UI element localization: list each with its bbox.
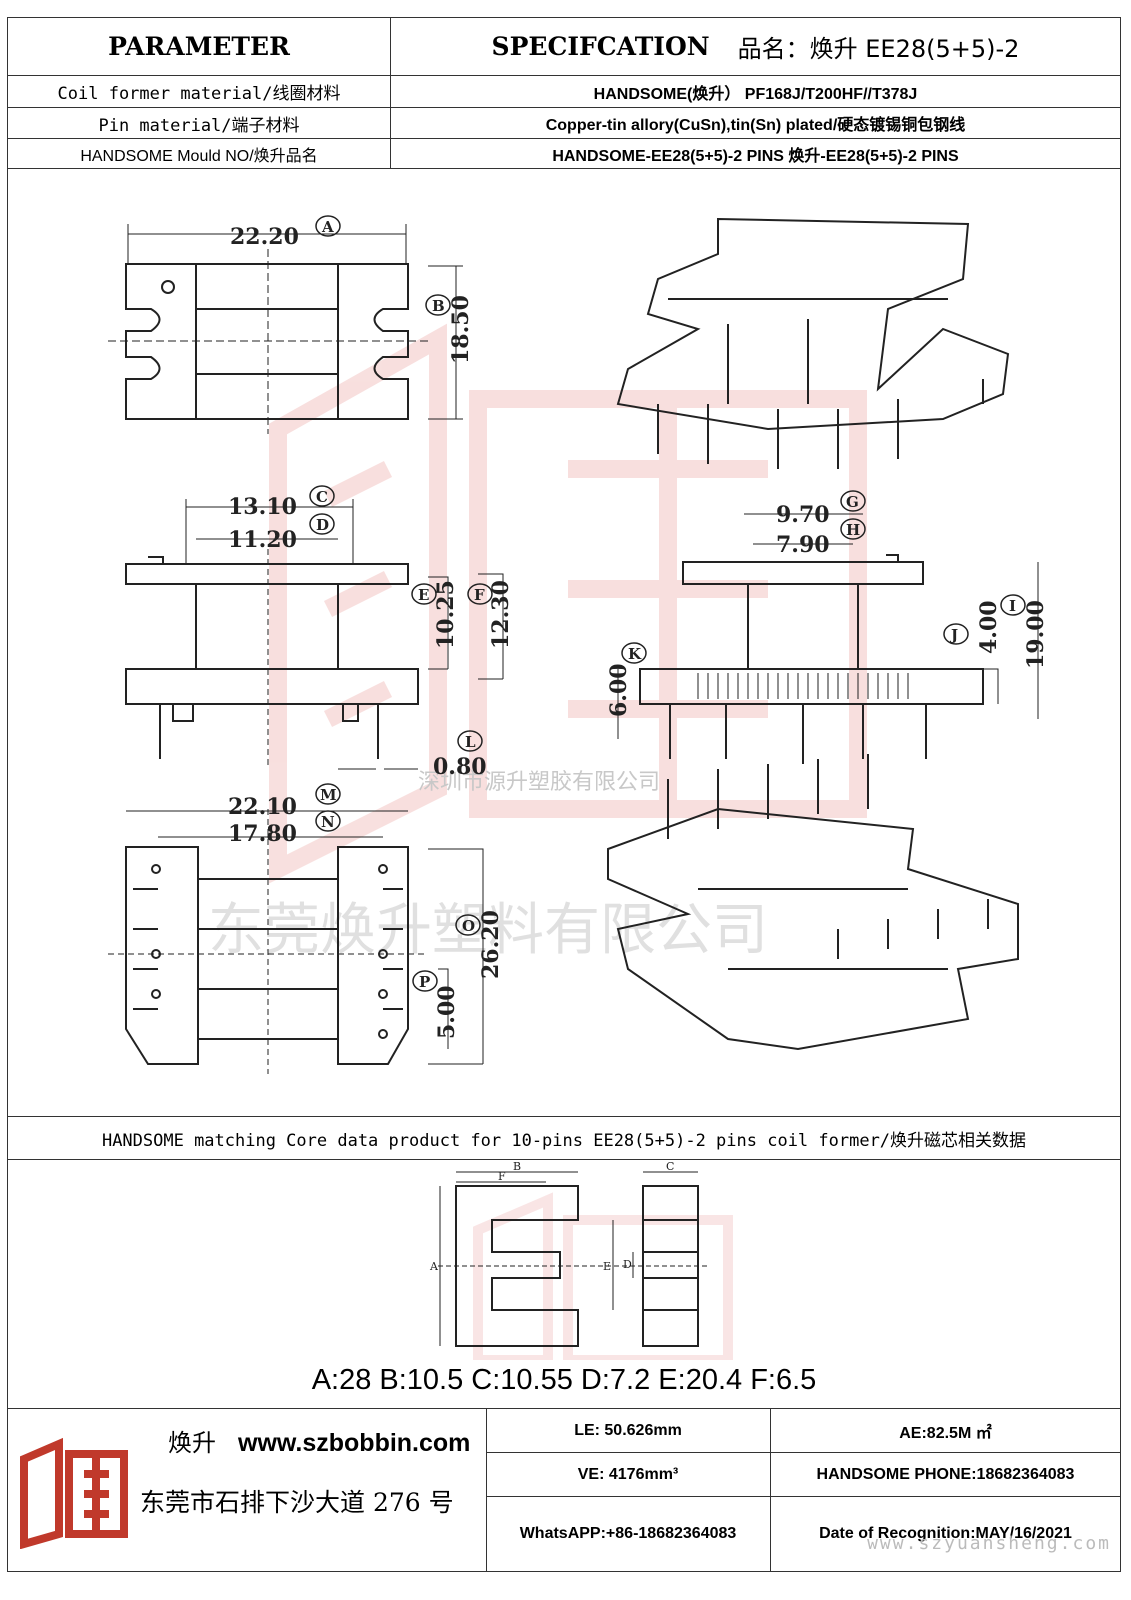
spec-value: HANDSOME(焕升） PF168J/T200HF//T378J (593, 85, 918, 103)
spec-param: Coil former material/线圈材料 (8, 76, 391, 107)
dim-h-value: 7.90 (776, 532, 830, 558)
svg-text:A: A (321, 218, 334, 236)
watermark-url: www.szyuansheng.com (867, 1533, 1111, 1554)
iso-view-bottom (607, 807, 1019, 1051)
svg-text:O: O (462, 917, 475, 935)
core-drawing: B F A E D C (429, 1160, 733, 1360)
core-label-c: C (666, 1160, 674, 1173)
core-section-title: HANDSOME matching Core data product for … (8, 1116, 1120, 1160)
svg-text:F: F (474, 586, 485, 604)
logo-icon (20, 1437, 128, 1549)
dim-o-value: 26.20 (478, 910, 504, 979)
marker-j: J (943, 623, 969, 645)
side-view-outline (125, 563, 419, 705)
marker-h: H (840, 518, 866, 540)
dim-l-value: 0.80 (433, 754, 487, 780)
marker-g: G (840, 490, 866, 512)
marker-n: N (315, 810, 341, 832)
spec-sheet: PARAMETER SPECIFCATION 品名：焕升 EE28(5+5)-2… (7, 17, 1121, 1572)
svg-text:L: L (465, 733, 476, 751)
ae-value: AE:82.5M ㎡ (771, 1409, 1120, 1453)
svg-text:N: N (321, 813, 335, 831)
le-value: LE: 50.626mm (486, 1409, 771, 1453)
specification-title: SPECIFCATION (491, 32, 710, 61)
phone-value: HANDSOME PHONE:18682364083 (771, 1453, 1120, 1497)
spec-value: HANDSOME-EE28(5+5)-2 PINS 焕升-EE28(5+5)-2… (552, 147, 959, 165)
footer: 焕升 www.szbobbin.com 东莞市石排下沙大道 276 号 LE: … (8, 1408, 1120, 1571)
svg-text:M: M (320, 786, 337, 804)
footer-brand: 焕升 www.szbobbin.com 东莞市石排下沙大道 276 号 (8, 1409, 487, 1571)
marker-e: E (411, 583, 437, 605)
front-view-outline (639, 561, 984, 705)
website-link[interactable]: www.szbobbin.com (238, 1429, 471, 1457)
marker-l: L (457, 730, 483, 752)
product-name: 品名：焕升 EE28(5+5)-2 (737, 35, 1020, 63)
core-label-e: E (603, 1260, 611, 1273)
svg-text:H: H (846, 521, 860, 539)
brand-name: 焕升 (168, 1429, 216, 1457)
spec-param: Pin material/端子材料 (8, 108, 391, 138)
dim-j-value: 4.00 (976, 600, 1002, 654)
technical-drawing: 深圳市源升塑胶有限公司 东莞焕升塑料有限公司 (108, 215, 1049, 1074)
spec-row-mould: HANDSOME Mould NO/焕升品名 HANDSOME-EE28(5+5… (8, 139, 1120, 169)
core-e-shape (455, 1185, 579, 1347)
date-value: Date of Recognition:MAY/16/2021 (819, 1525, 1072, 1542)
ve-value: VE: 4176mm³ (486, 1453, 771, 1497)
svg-text:K: K (628, 645, 642, 663)
marker-b: B (425, 294, 451, 316)
core-label-a: A (429, 1260, 439, 1273)
spec-param: HANDSOME Mould NO/焕升品名 (8, 139, 391, 168)
dim-d-value: 11.20 (228, 527, 297, 553)
dim-k-value: 6.00 (606, 663, 632, 717)
dim-m-value: 22.10 (228, 794, 297, 820)
dim-c-value: 13.10 (228, 494, 297, 520)
dim-p-value: 5.00 (434, 985, 460, 1039)
dim-n-value: 17.80 (228, 821, 297, 847)
marker-d: D (309, 513, 335, 535)
spec-row-coil: Coil former material/线圈材料 HANDSOME(焕升） P… (8, 76, 1120, 108)
watermark-company-1: 深圳市源升塑胶有限公司 (418, 770, 660, 795)
svg-text:P: P (419, 973, 430, 991)
marker-i: I (1000, 594, 1026, 616)
specification-header: SPECIFCATION 品名：焕升 EE28(5+5)-2 (391, 18, 1120, 75)
svg-text:E: E (418, 586, 429, 604)
dim-i-value: 19.00 (1023, 600, 1049, 669)
svg-text:G: G (846, 493, 859, 511)
top-view-outline (125, 263, 409, 420)
marker-p: P (412, 970, 438, 992)
marker-m: M (315, 783, 341, 805)
dim-b-value: 18.50 (448, 295, 474, 364)
dim-g-value: 9.70 (776, 502, 830, 528)
core-data-values: A:28 B:10.5 C:10.55 D:7.2 E:20.4 F:6.5 (311, 1364, 817, 1396)
core-label-b: B (513, 1160, 521, 1173)
marker-o: O (455, 914, 481, 936)
svg-text:B: B (432, 297, 445, 315)
dim-e-value: 10.25 (433, 580, 459, 649)
marker-c: C (309, 485, 335, 507)
spec-row-pin: Pin material/端子材料 Copper-tin allory(CuSn… (8, 108, 1120, 139)
marker-f: F (467, 583, 493, 605)
spec-value: Copper-tin allory(CuSn),tin(Sn) plated/硬… (545, 117, 966, 134)
svg-text:D: D (316, 516, 329, 534)
core-label-f: F (498, 1170, 506, 1183)
marker-k: K (621, 642, 647, 664)
company-address: 东莞市石排下沙大道 276 号 (140, 1488, 454, 1517)
whatsapp-value: WhatsAPP:+86-18682364083 (486, 1497, 771, 1571)
svg-text:C: C (316, 488, 328, 506)
svg-text:I: I (1009, 597, 1016, 615)
core-label-d: D (623, 1258, 632, 1271)
dim-a-value: 22.20 (230, 224, 299, 250)
parameter-header: PARAMETER (8, 18, 391, 75)
parameter-title: PARAMETER (108, 32, 290, 61)
header-row: PARAMETER SPECIFCATION 品名：焕升 EE28(5+5)-2 (8, 18, 1120, 76)
core-side-view (642, 1185, 699, 1347)
svg-text:J: J (949, 626, 958, 644)
marker-a: A (315, 215, 341, 237)
